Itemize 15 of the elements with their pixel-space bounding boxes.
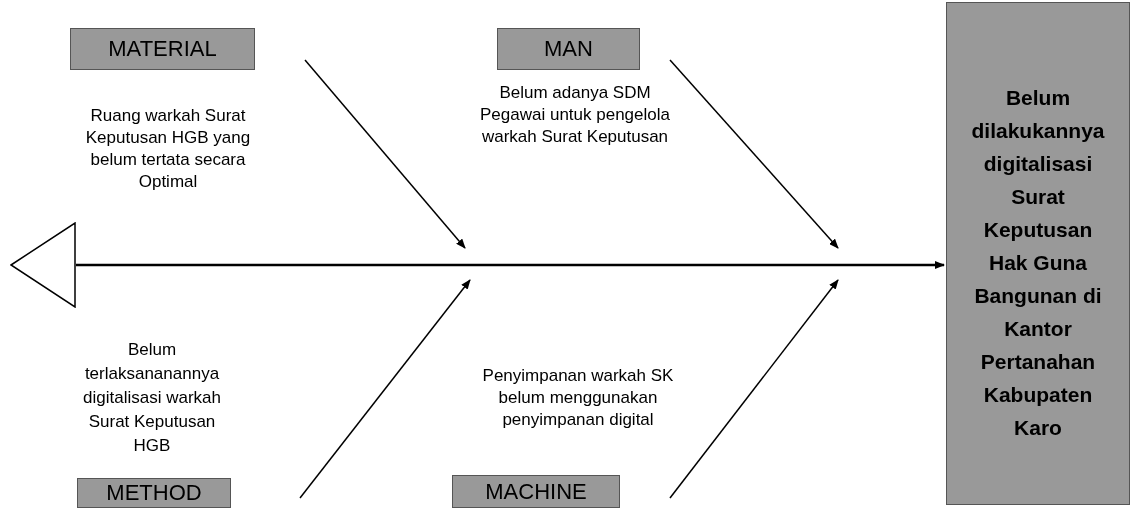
category-box: MAN — [497, 28, 640, 70]
category-box: MACHINE — [452, 475, 620, 508]
bone-arrow — [304, 59, 466, 249]
spine-arrow — [76, 261, 945, 269]
bone-arrow — [299, 279, 471, 499]
cause-text: Belum terlaksananannya digitalisasi warkah Surat Keputusan HGB — [82, 339, 222, 457]
problem-box: Belum dilakukannya digitalisasi Surat Keputusan Hak Guna Bangunan di Kantor Pertanahan Kabupaten Karo — [946, 2, 1130, 505]
cause-text: Belum adanya SDM Pegawai untuk pengelola warkah Surat Keputusan — [479, 82, 671, 148]
category-box: METHOD — [77, 478, 231, 508]
cause-text: Ruang warkah Surat Keputusan HGB yang belum tertata secara Optimal — [84, 105, 252, 193]
bone-arrow — [669, 279, 839, 499]
category-box: MATERIAL — [70, 28, 255, 70]
fish-tail-triangle — [10, 222, 76, 308]
cause-text: Penyimpanan warkah SK belum menggunakan penyimpanan digital — [481, 365, 675, 431]
bone-arrow — [669, 59, 839, 249]
